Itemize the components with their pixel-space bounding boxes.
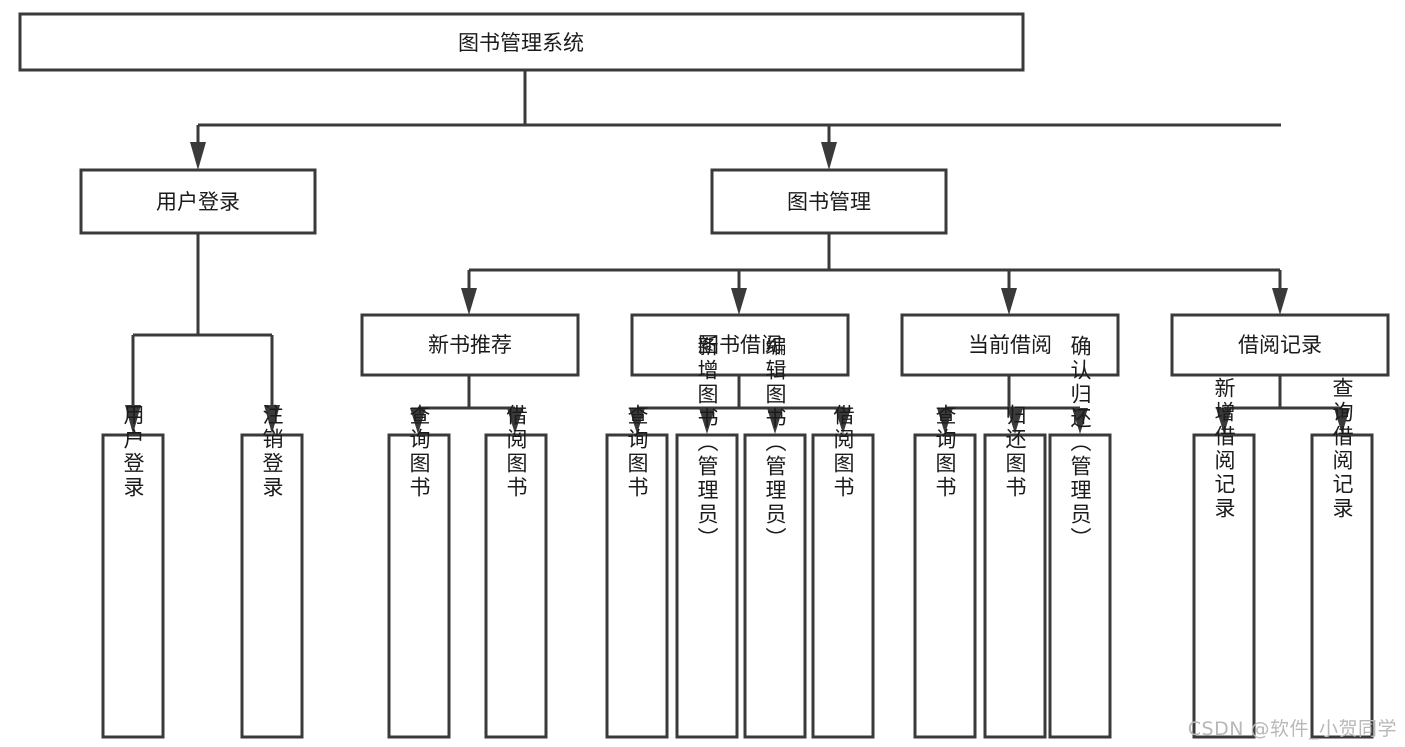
arrow-to-leaf-borrow-book-2 [835,408,851,434]
leaf-user-login-label: 用户登录 [121,404,145,500]
leaf-query-book-1-box[interactable] [387,433,451,739]
node-user-login[interactable]: 用户登录 [79,168,317,235]
csdn-watermark: CSDN @软件_小贺同学 [1187,718,1397,740]
arrow-to-leaf-query-book-1 [410,408,426,434]
leaf-user-login-box[interactable] [101,433,165,739]
leaf-query-book-2[interactable]: 查询图书 [605,404,669,739]
leaf-borrow-book-1-label: 借阅图书 [504,404,528,500]
leaf-borrow-book-2[interactable]: 借阅图书 [811,404,875,739]
leaf-edit-book-box[interactable] [743,433,807,739]
leaf-add-record-label: 新增借阅记录 [1212,377,1236,521]
arrow-to-leaf-edit-book [767,408,783,434]
arrow-to-leaf-borrow-book-1 [507,408,523,434]
leaf-return-book-box[interactable] [983,433,1047,739]
leaf-borrow-book-2-box[interactable] [811,433,875,739]
node-current-borrow[interactable]: 当前借阅 [900,313,1120,377]
node-user-login-box[interactable] [79,168,317,235]
node-borrow-record-box[interactable] [1170,313,1390,377]
leaf-return-book-label: 归还图书 [1003,404,1027,500]
leaf-query-record[interactable]: 查询借阅记录 [1310,377,1374,739]
leaf-edit-book-label: 编辑图书（管理员） [763,335,787,551]
arrow-to-leaf-return-book [1007,408,1023,434]
leaf-confirm-return-label: 确认归还（管理员） [1068,335,1092,551]
leaf-add-record-box[interactable] [1192,433,1256,739]
connector-layer [125,70,1350,434]
leaf-add-book-label: 新增图书（管理员） [695,335,719,551]
arrow-to-current-borrow [1001,288,1017,315]
leaf-borrow-book-1[interactable]: 借阅图书 [484,404,548,739]
leaf-query-record-label: 查询借阅记录 [1330,377,1354,521]
node-current-borrow-label: 当前借阅 [968,333,1052,357]
leaf-query-record-box[interactable] [1310,433,1374,739]
arrow-to-user-login [190,142,206,170]
node-borrow-record[interactable]: 借阅记录 [1170,313,1390,377]
leaf-borrow-book-1-box[interactable] [484,433,548,739]
leaf-query-book-2-box[interactable] [605,433,669,739]
node-new-book-recommend-box[interactable] [360,313,580,377]
node-book-borrow[interactable]: 图书借阅 [630,313,850,377]
node-new-book-recommend-label: 新书推荐 [428,333,512,357]
arrow-to-leaf-query-book-3 [937,408,953,434]
node-book-borrow-box[interactable] [630,313,850,377]
leaf-query-book-3-label: 查询图书 [933,404,957,500]
node-user-login-label: 用户登录 [156,190,240,214]
leaf-return-book[interactable]: 归还图书 [983,404,1047,739]
arrow-to-book-borrow [731,288,747,315]
leaf-query-book-2-label: 查询图书 [625,404,649,500]
arrow-to-leaf-user-login [125,405,141,434]
leaf-add-book[interactable]: 新增图书（管理员） [675,335,739,739]
leaf-confirm-return[interactable]: 确认归还（管理员） [1048,335,1112,739]
node-book-management-box[interactable] [710,168,948,235]
leaf-query-book-1-label: 查询图书 [407,404,431,500]
leaf-logout-login[interactable]: 注销登录 [240,404,304,739]
leaf-user-login[interactable]: 用户登录 [101,404,165,739]
leaf-borrow-book-2-label: 借阅图书 [831,404,855,500]
node-root-box[interactable] [18,12,1025,72]
node-book-management[interactable]: 图书管理 [710,168,948,235]
leaf-edit-book[interactable]: 编辑图书（管理员） [743,335,807,739]
leaf-query-book-1[interactable]: 查询图书 [387,404,451,739]
node-book-borrow-label: 图书借阅 [698,333,782,357]
node-book-management-label: 图书管理 [787,190,871,214]
arrow-to-leaf-query-record [1334,408,1350,434]
arrow-to-leaf-query-book-2 [629,408,645,434]
leaf-add-book-box[interactable] [675,433,739,739]
leaf-query-book-3[interactable]: 查询图书 [913,404,977,739]
arrow-to-leaf-confirm-return [1072,408,1088,434]
node-new-book-recommend[interactable]: 新书推荐 [360,313,580,377]
node-root-label: 图书管理系统 [458,31,584,55]
arrow-to-new-book-recommend [461,288,477,315]
node-current-borrow-box[interactable] [900,313,1120,377]
node-borrow-record-label: 借阅记录 [1238,333,1322,357]
leaf-logout-login-label: 注销登录 [260,404,284,500]
arrow-to-borrow-record [1272,288,1288,315]
leaf-add-record[interactable]: 新增借阅记录 [1192,377,1256,739]
leaf-confirm-return-box[interactable] [1048,433,1112,739]
node-root-system[interactable]: 图书管理系统 [18,12,1025,72]
arrow-to-leaf-logout-login [264,405,280,434]
leaf-logout-login-box[interactable] [240,433,304,739]
arrow-to-leaf-add-book [699,408,715,434]
arrow-to-leaf-add-record [1216,408,1232,434]
leaf-query-book-3-box[interactable] [913,433,977,739]
arrow-to-book-management [821,142,837,170]
